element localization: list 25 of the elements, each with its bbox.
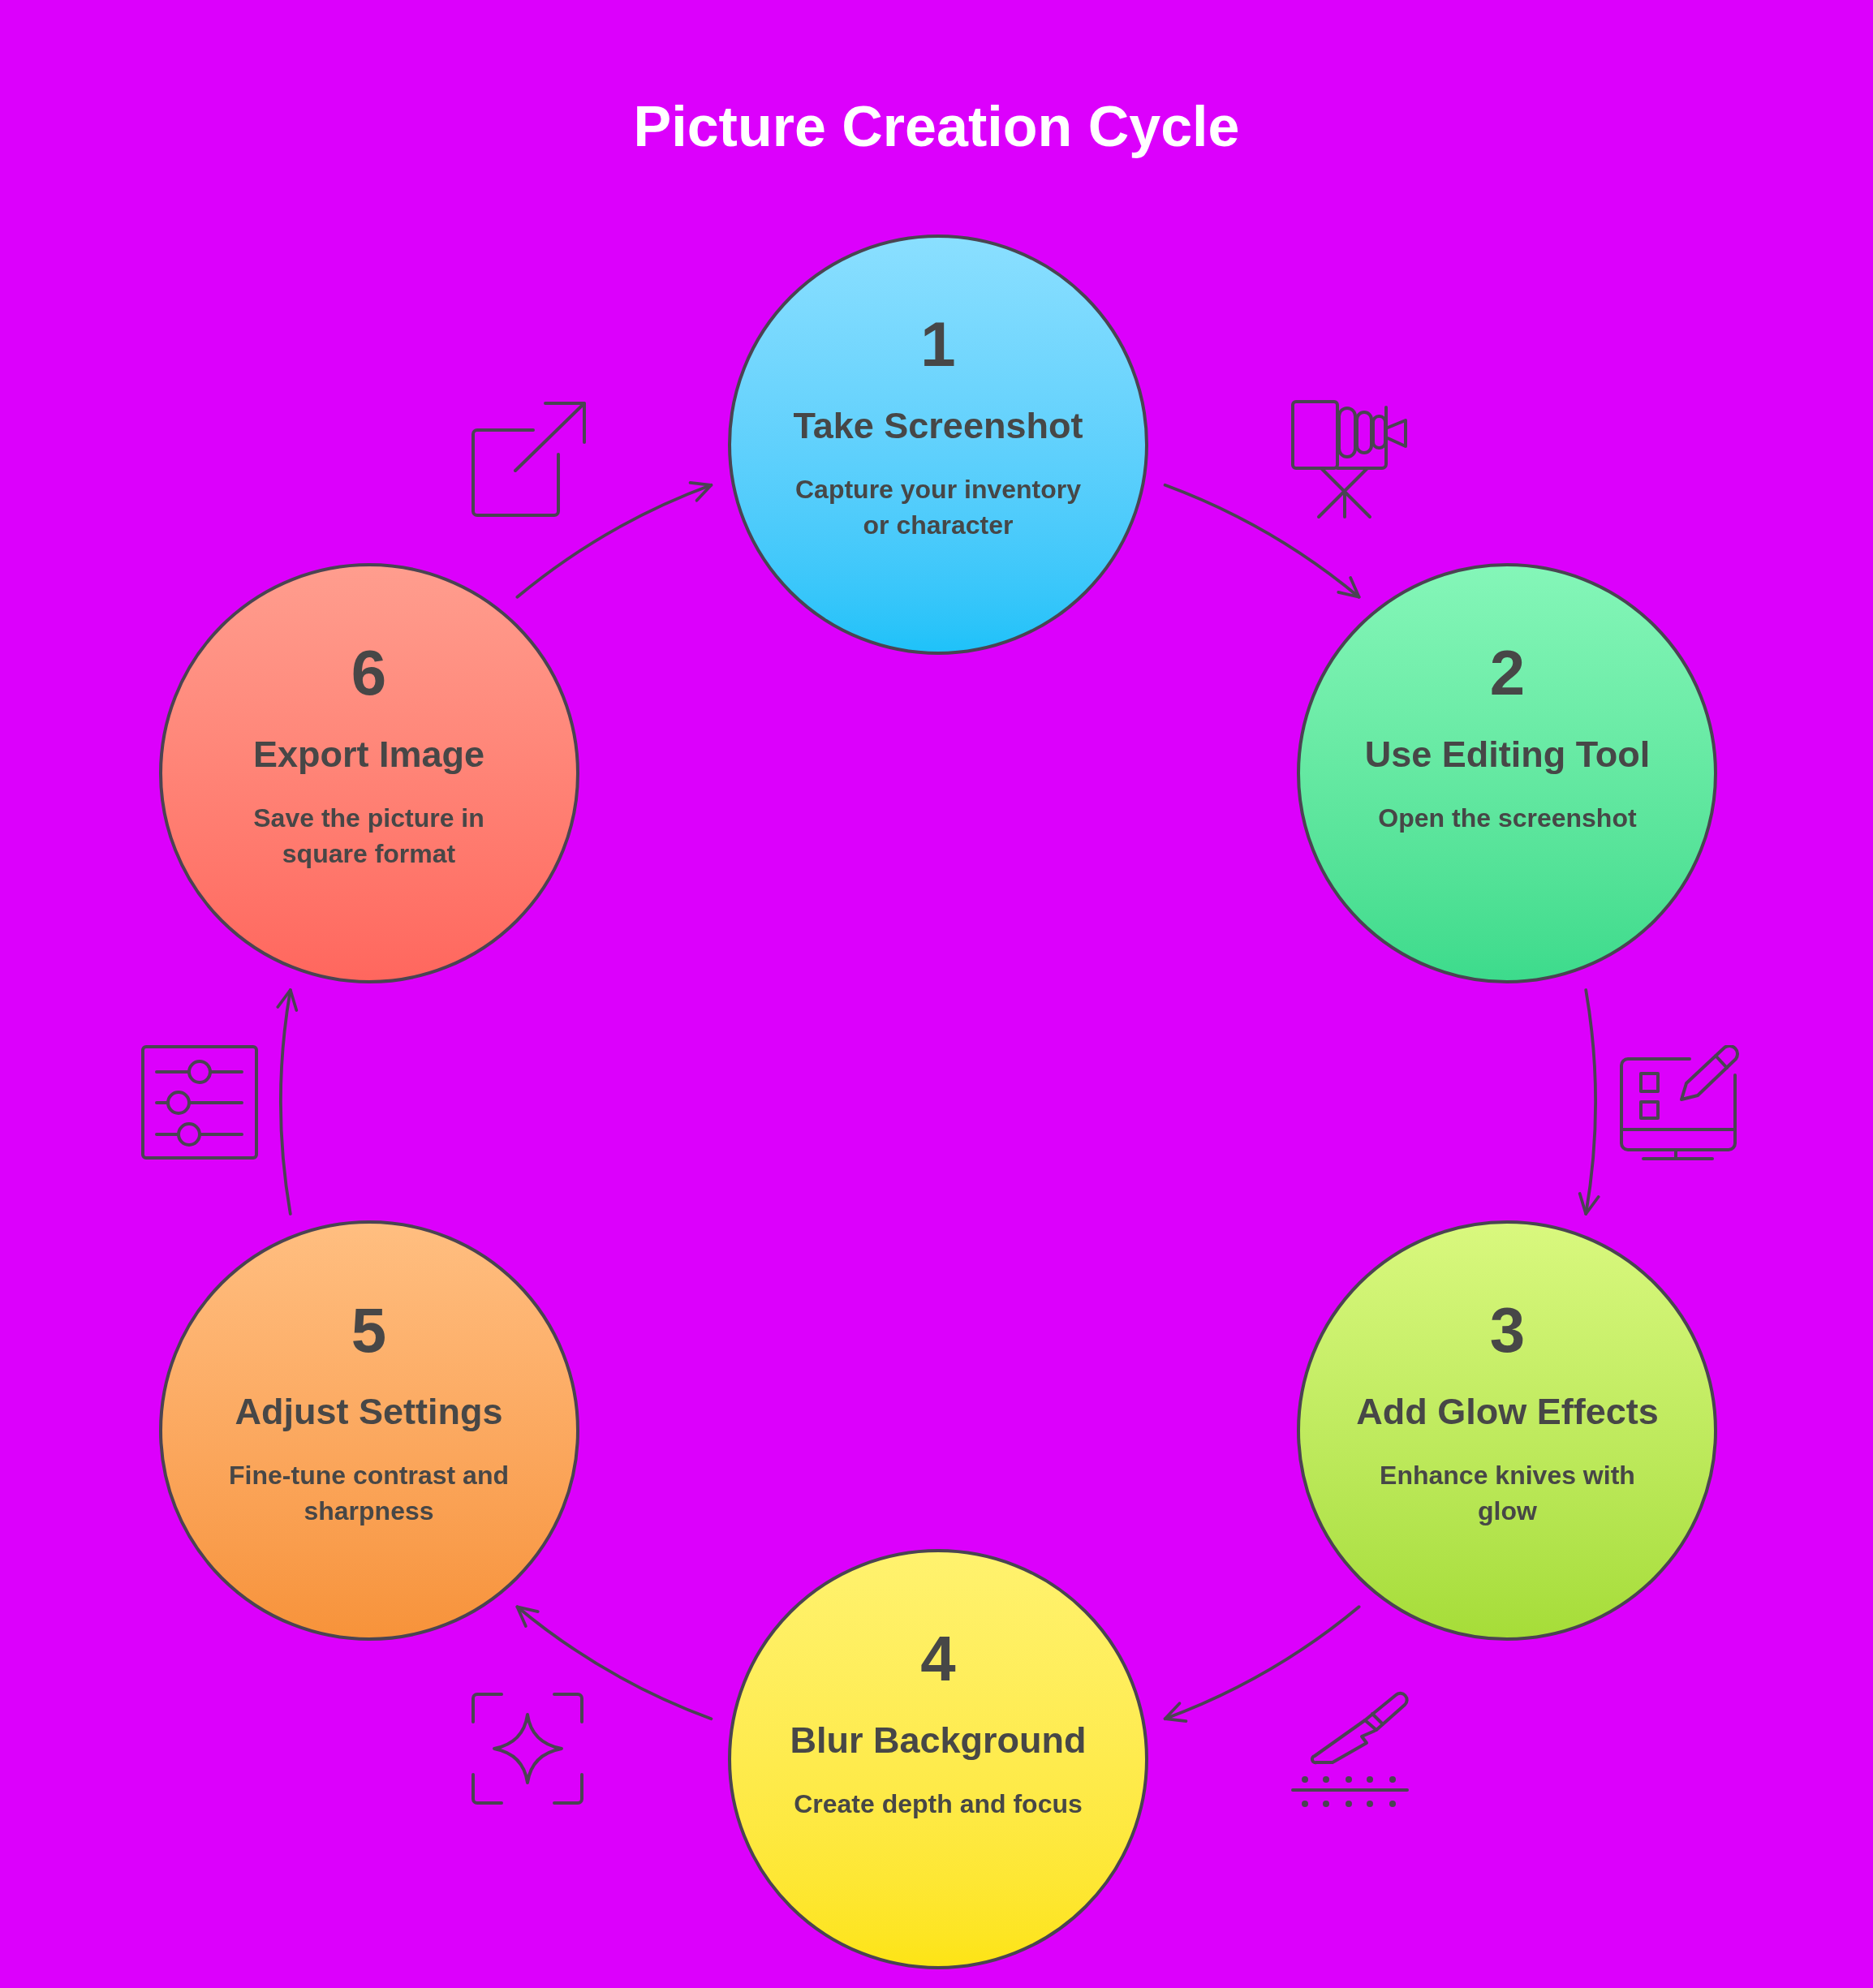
step-description: Save the picture in square format: [252, 803, 485, 870]
step-description: Capture your inventory or character: [794, 474, 1083, 541]
step-description: Enhance knives with glow: [1379, 1460, 1636, 1527]
step-number: 5: [351, 1298, 387, 1362]
cycle-arrow: [1163, 483, 1361, 599]
step-number: 2: [1489, 641, 1526, 704]
step-number: 3: [1489, 1298, 1526, 1362]
step-number: 1: [920, 312, 956, 376]
step-title: Blur Background: [790, 1719, 1087, 1762]
step-number: 4: [920, 1627, 956, 1690]
step-number: 6: [351, 641, 387, 704]
step-title: Export Image: [252, 733, 485, 777]
cycle-arrow: [1577, 988, 1600, 1216]
step-title: Take Screenshot: [793, 404, 1083, 448]
step-title: Add Glow Effects: [1356, 1390, 1659, 1434]
cycle-arrow: [515, 1605, 713, 1721]
diagram-title: Picture Creation Cycle: [633, 94, 1240, 160]
cycle-arrow: [515, 482, 713, 599]
step-description: Create depth and focus: [793, 1788, 1083, 1820]
step-title: Use Editing Tool: [1364, 733, 1651, 777]
cycle-arrow: [277, 988, 299, 1216]
step-title: Adjust Settings: [235, 1390, 503, 1434]
step-description: Fine-tune contrast and sharpness: [228, 1460, 510, 1527]
step-description: Open the screenshot: [1377, 803, 1638, 834]
cycle-arrow: [1163, 1605, 1361, 1722]
